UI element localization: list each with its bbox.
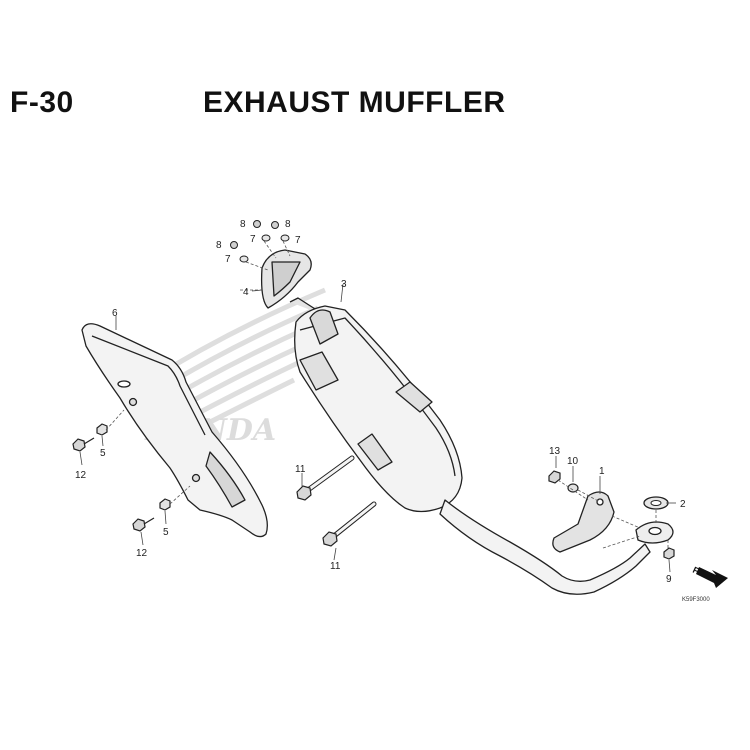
bolt-part-11-lower xyxy=(322,501,377,547)
washer-part-10 xyxy=(567,483,579,493)
bolt-part-12-lower xyxy=(132,517,155,532)
callout-9: 9 xyxy=(666,574,672,585)
bolt-part-12-upper xyxy=(72,437,95,452)
screw-part-8-a xyxy=(253,220,261,228)
nut-part-9 xyxy=(663,547,675,560)
washer-part-5-upper xyxy=(96,423,108,436)
assembly-guide-lines xyxy=(105,240,669,550)
heat-shield-part-6 xyxy=(81,323,268,538)
callout-1: 1 xyxy=(599,466,605,477)
callout-12-upper: 12 xyxy=(75,470,87,481)
callout-8-a: 8 xyxy=(240,219,246,230)
bolt-part-11-upper xyxy=(296,455,355,501)
washer-part-7-a xyxy=(261,234,271,242)
front-direction-arrow: FR. xyxy=(691,565,728,588)
exhaust-pipe xyxy=(439,499,651,595)
callout-8-c: 8 xyxy=(216,240,222,251)
callout-5-lower: 5 xyxy=(163,527,169,538)
callout-2: 2 xyxy=(680,499,686,510)
diagram-code-label: F-30 xyxy=(10,86,74,119)
callout-5-upper: 5 xyxy=(100,448,106,459)
callout-7-b: 7 xyxy=(295,235,301,246)
screw-part-8-c xyxy=(230,241,238,249)
callout-10: 10 xyxy=(567,456,579,467)
washer-part-7-b xyxy=(280,234,290,242)
callout-13: 13 xyxy=(549,446,561,457)
screw-part-8-b xyxy=(271,221,279,229)
gasket-hole xyxy=(650,500,662,506)
callout-7-c: 7 xyxy=(225,254,231,265)
washer-part-7-c xyxy=(239,255,249,263)
callout-leaders xyxy=(79,283,676,573)
callout-8-b: 8 xyxy=(285,219,291,230)
callout-3: 3 xyxy=(341,279,347,290)
protector-part-4 xyxy=(260,249,312,309)
callout-11-lower: 11 xyxy=(330,561,341,572)
exhaust-flange xyxy=(635,521,674,544)
callout-7-a: 7 xyxy=(250,234,256,245)
muffler-part-3 xyxy=(289,297,463,513)
callout-4: 4 xyxy=(243,287,249,298)
bolt-part-13 xyxy=(548,470,561,484)
diagram-title: EXHAUST MUFFLER xyxy=(203,86,506,119)
diagram-reference-code: K59F3000 xyxy=(682,597,710,603)
callout-11-upper: 11 xyxy=(295,464,306,475)
callout-12-lower: 12 xyxy=(136,548,148,559)
washer-part-5-lower xyxy=(159,498,171,511)
bracket-part-1 xyxy=(552,491,615,553)
callout-6: 6 xyxy=(112,308,118,319)
